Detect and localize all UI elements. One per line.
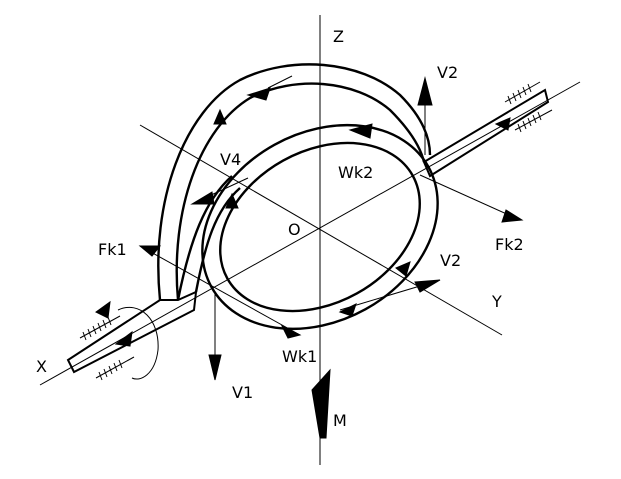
label-origin: O (288, 220, 301, 239)
right-shaft (422, 88, 550, 178)
shafts (66, 88, 550, 374)
path-direction-arrows (114, 75, 511, 347)
right-support-top (504, 81, 541, 105)
left-loop-outer (176, 175, 233, 301)
supports (79, 81, 553, 381)
vectors (138, 76, 524, 439)
v2-top-arrowhead (417, 76, 433, 106)
wire-arrow-top-tail (267, 75, 293, 89)
wire-arrow-right-shaft (494, 117, 511, 131)
label-wk2: Wk2 (338, 163, 373, 182)
m-arrow (311, 368, 331, 439)
label-fk2: Fk2 (495, 235, 524, 254)
wire-arrow-left-mid (225, 192, 239, 209)
upper-loop (157, 63, 432, 301)
coil-ring-inner (219, 141, 421, 313)
label-v4: V4 (220, 150, 241, 169)
left-support-top (79, 315, 121, 341)
wk1-arrowhead (280, 324, 302, 339)
fk1-arrowhead (138, 245, 162, 257)
coil-ring (201, 123, 439, 331)
label-v1: V1 (232, 383, 253, 402)
label-wk1: Wk1 (282, 347, 317, 366)
left-shaft (66, 290, 198, 374)
wire-arrow-ring-right (395, 261, 411, 277)
label-z: Z (333, 27, 344, 46)
wire-arrow-ring-bottom (338, 303, 357, 317)
label-x: X (36, 357, 47, 376)
fk1-arrow-shaft (139, 245, 301, 336)
moment-arc-arrowhead (95, 300, 111, 319)
y-axis (139, 124, 503, 336)
wire-arrow-left (213, 108, 227, 125)
v1-arrowhead (208, 354, 222, 381)
labels: Z X Y O V1 V2 V2 V4 Wk1 Wk2 Fk1 Fk2 M (36, 27, 524, 430)
label-v2-right: V2 (440, 251, 461, 270)
label-v2-top: V2 (437, 63, 458, 82)
wire-arrow-top (246, 87, 271, 101)
fk2-arrow-shaft (419, 174, 521, 221)
label-m: M (333, 411, 347, 430)
wire-arrow-left-shaft (114, 330, 133, 347)
upper-loop-inner (175, 82, 426, 301)
coil-ring-outer (201, 123, 439, 331)
x-axis (39, 81, 581, 386)
moment-arc (117, 306, 159, 380)
wk2-arrowhead (348, 123, 373, 139)
fk2-arrowhead (501, 209, 524, 223)
right-support-bottom (514, 109, 553, 133)
upper-loop-outer (157, 63, 432, 301)
label-fk1: Fk1 (98, 240, 127, 259)
v4-arrowhead (190, 191, 215, 205)
label-y: Y (491, 292, 502, 311)
left-support-bottom (95, 356, 135, 381)
v2-right-arrowhead (414, 279, 441, 293)
